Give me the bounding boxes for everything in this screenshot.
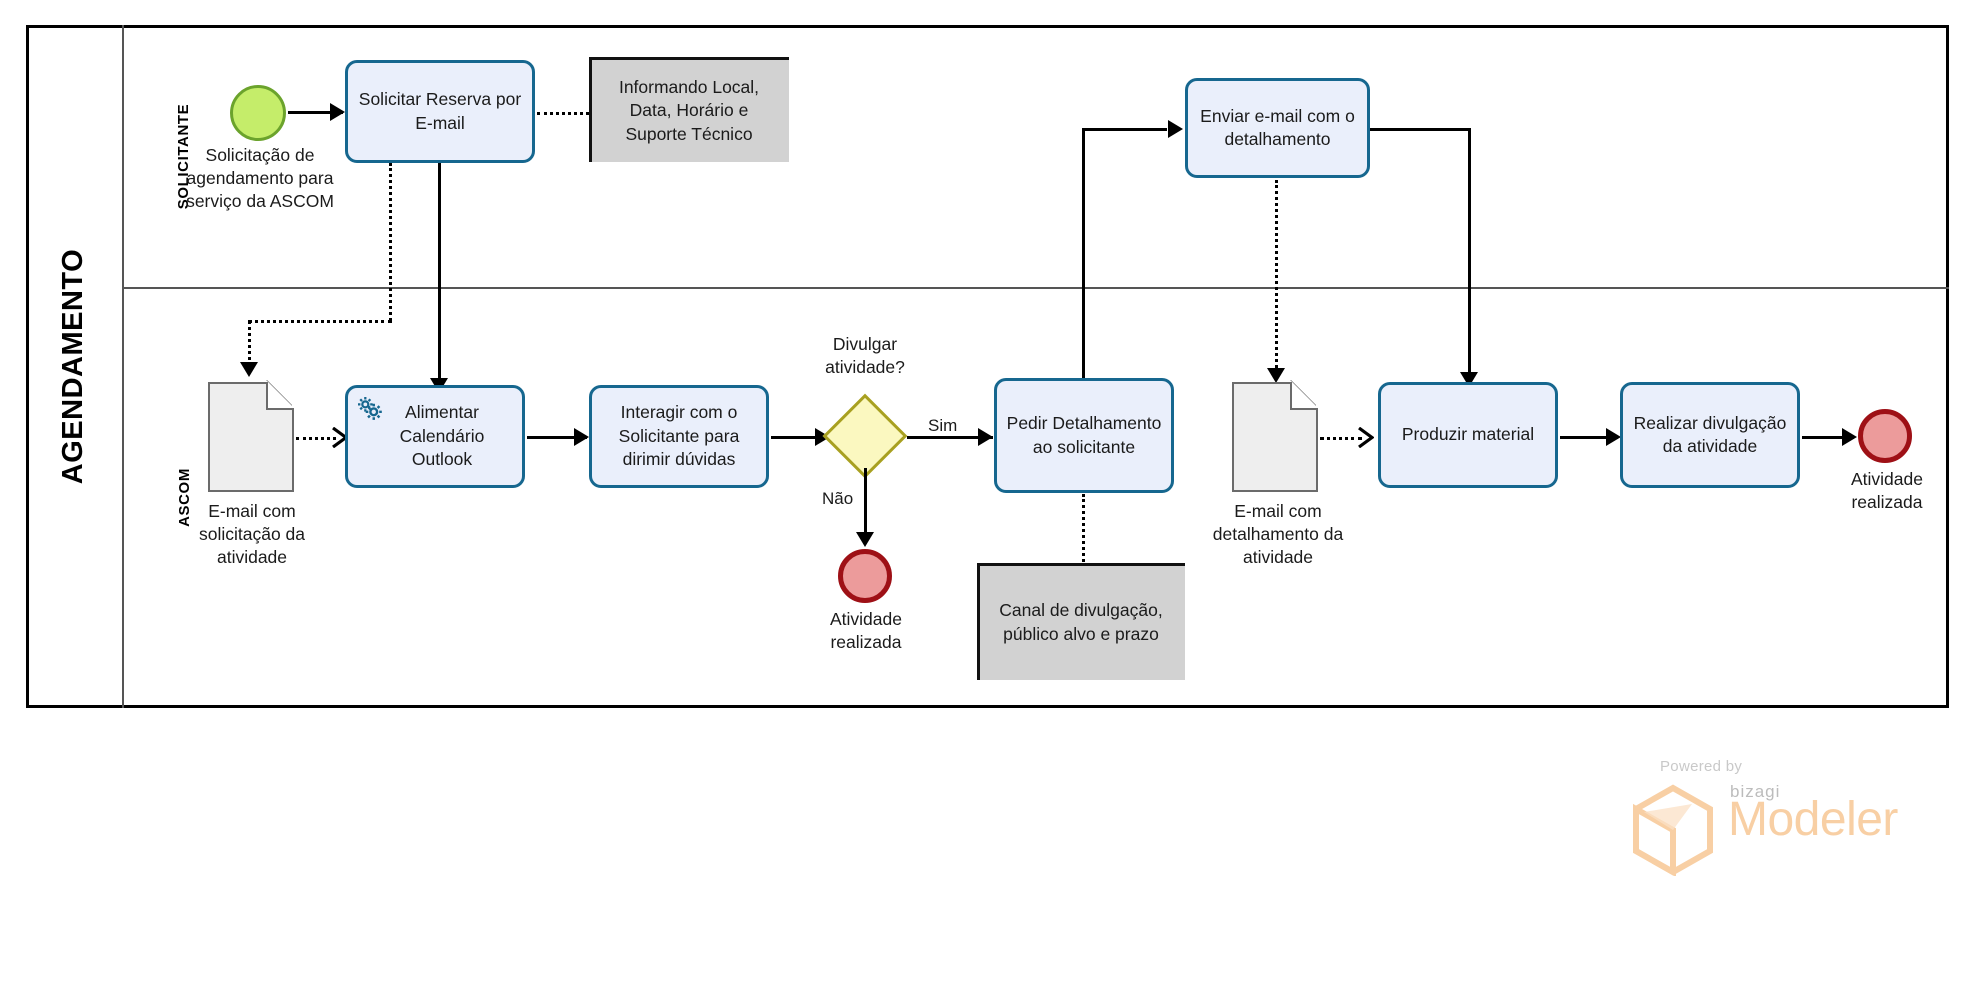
task-produzir-material-label: Produzir material	[1401, 424, 1535, 445]
bizagi-logo-icon	[1633, 784, 1713, 876]
gateway-divulgar-label: Divulgar atividade?	[825, 334, 905, 377]
arrowhead	[1267, 368, 1285, 383]
flow-pedir-to-enviar-horizontal	[1082, 128, 1167, 131]
association-solicitar-to-doc-h	[248, 320, 392, 323]
flow-realizar-to-end	[1802, 436, 1854, 439]
annotation-bar	[589, 60, 592, 162]
task-solicitar-reserva[interactable]: Solicitar Reserva por E-mail	[345, 60, 535, 163]
document-fold-icon	[266, 382, 294, 410]
pool-title-label: AGENDAMENTO	[57, 248, 90, 485]
gear-icon	[358, 397, 382, 420]
flow-interagir-to-gateway	[771, 436, 827, 439]
annotation-canal-divulgacao: Canal de divulgação, público alvo e praz…	[977, 563, 1185, 680]
arrowhead	[574, 428, 589, 446]
flow-gateway-nao	[864, 468, 867, 538]
association-doc-to-produzir	[1320, 437, 1362, 440]
annotation-informando-text: Informando Local, Data, Horário e Suport…	[618, 76, 760, 144]
flow-pedir-to-enviar-vertical	[1082, 128, 1085, 388]
flow-solicitar-to-alimentar	[438, 163, 441, 385]
document-fold-icon	[1290, 382, 1318, 410]
task-pedir-detalhamento-label: Pedir Detalhamento ao solicitante	[1006, 413, 1162, 457]
bizagi-branding: Powered by bizagi Modeler	[1630, 758, 1898, 876]
arrowhead	[1842, 428, 1857, 446]
arrowhead	[240, 362, 258, 377]
association-enviar-to-doc	[1275, 180, 1278, 374]
flow-produzir-to-realizar	[1560, 436, 1618, 439]
task-enviar-email[interactable]: Enviar e-mail com o detalhamento	[1185, 78, 1370, 178]
arrowhead	[330, 103, 345, 121]
task-alimentar-calendario[interactable]: Alimentar Calendário Outlook	[345, 385, 525, 488]
arrowhead	[856, 532, 874, 547]
data-object-email-solicitacao	[208, 382, 294, 492]
annotation-informando: Informando Local, Data, Horário e Suport…	[589, 57, 789, 162]
bizagi-wordmark: bizagi	[1730, 782, 1781, 801]
arrowhead	[1606, 428, 1621, 446]
lane-divider	[124, 287, 1949, 289]
flow-alimentar-to-interagir	[527, 436, 587, 439]
flow-start-to-solicitar	[288, 111, 343, 114]
association-solicitar-to-doc-v2	[248, 320, 251, 368]
association-solicitar-to-doc-v1	[389, 163, 392, 321]
task-alimentar-calendario-label: Alimentar Calendário Outlook	[399, 402, 485, 470]
end-event-atividade-realizada[interactable]	[1858, 409, 1912, 463]
arrowhead	[1168, 120, 1183, 138]
data-object-email-solicitacao-label: E-mail com solicitação da atividade	[198, 501, 306, 567]
task-realizar-divulgacao-label: Realizar divulgação da atividade	[1633, 412, 1787, 456]
modeler-wordmark: Modeler	[1728, 793, 1898, 846]
flow-label-nao: Não	[822, 489, 854, 508]
task-solicitar-reserva-label: Solicitar Reserva por E-mail	[358, 89, 522, 133]
annotation-bar	[977, 566, 980, 680]
arrowhead	[978, 428, 993, 446]
flow-enviar-to-produzir-vertical	[1468, 128, 1471, 378]
association-solicitar-annotation	[537, 112, 589, 115]
task-realizar-divulgacao[interactable]: Realizar divulgação da atividade	[1620, 382, 1800, 488]
lane-ascom: ASCOM	[124, 287, 244, 708]
task-pedir-detalhamento[interactable]: Pedir Detalhamento ao solicitante	[994, 378, 1174, 493]
task-produzir-material[interactable]: Produzir material	[1378, 382, 1558, 488]
task-enviar-email-label: Enviar e-mail com o detalhamento	[1200, 105, 1355, 149]
end-event-nao-label: Atividade realizada	[830, 609, 902, 652]
association-pedir-to-annotation	[1082, 494, 1085, 562]
flow-label-sim: Sim	[928, 416, 958, 435]
pool-title: AGENDAMENTO	[26, 25, 124, 708]
start-event-label: Solicitação de agendamento para serviço …	[186, 145, 334, 211]
annotation-canal-text: Canal de divulgação, público alvo e praz…	[999, 600, 1163, 644]
end-event-atividade-realizada-nao[interactable]	[838, 549, 892, 603]
task-interagir-solicitante-label: Interagir com o Solicitante para dirimir…	[618, 402, 740, 470]
flow-gateway-sim	[907, 436, 993, 439]
powered-by-label: Powered by	[1660, 758, 1743, 775]
data-object-email-detalhamento	[1232, 382, 1318, 492]
end-event-final-label: Atividade realizada	[1851, 469, 1923, 512]
start-event[interactable]	[230, 85, 286, 141]
association-doc-to-alimentar	[296, 437, 336, 440]
flow-enviar-to-produzir-horizontal	[1370, 128, 1470, 131]
data-object-email-detalhamento-label: E-mail com detalhamento da atividade	[1212, 501, 1344, 567]
arrowhead-open-icon	[1358, 427, 1374, 448]
task-interagir-solicitante[interactable]: Interagir com o Solicitante para dirimir…	[589, 385, 769, 488]
